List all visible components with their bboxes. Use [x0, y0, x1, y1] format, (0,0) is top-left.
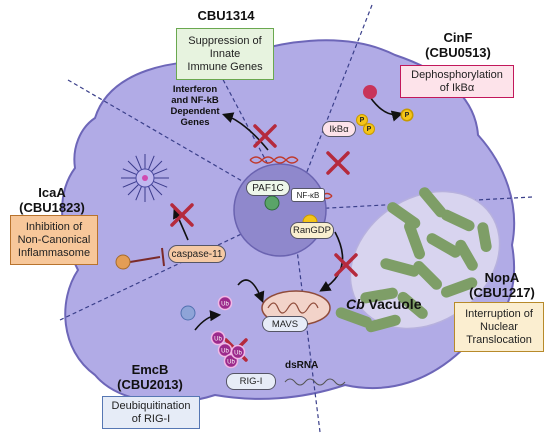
cb-italic: Cb [346, 296, 365, 312]
ubiquitin-label: Ub [234, 351, 242, 357]
cb-vacuole-label: Cb Vacuole [346, 296, 421, 312]
cinf-title-line: (CBU0513) [425, 45, 491, 60]
interferon-line: Genes [180, 117, 210, 128]
inflammasome-spoke [122, 180, 137, 188]
cinf-desc-line: of IkBα [439, 81, 475, 94]
inhibition-x-stroke [170, 203, 194, 227]
inflammasome-spoke [151, 160, 163, 172]
inhibition-x-stroke [334, 253, 358, 277]
phosphate-badge: P [363, 123, 375, 135]
inflammasome-spoke [153, 180, 168, 188]
emcb-desc-line: of RIG-I [131, 412, 171, 425]
nopa-desc-line: Interruption of [465, 307, 533, 320]
ubiquitin-bead [210, 330, 226, 346]
free-phosphate-badge: P [401, 109, 413, 121]
ubiquitin-bead [230, 344, 246, 360]
inflammasome-spoke [151, 184, 163, 196]
icaa-title-line: IcaA [38, 185, 66, 200]
mavs-label: MAVS [262, 316, 308, 332]
ubiquitin-label: Ub [227, 360, 235, 366]
inflammasome-spoke [135, 186, 143, 201]
ikba-label: IkBα [322, 121, 356, 137]
ubiquitin-label: Ub [221, 349, 229, 355]
cbu1314-desc-line: Suppression of [188, 34, 262, 47]
cbu1314-desc-line: Immune Genes [187, 60, 263, 73]
inhibition-x-stroke [253, 124, 277, 148]
vacuole-word: Vacuole [364, 296, 422, 312]
ubiquitin-label: Ub [214, 337, 222, 343]
cbu1314-desc-line: Innate [209, 47, 241, 60]
ubiquitin-bead [217, 295, 233, 311]
icaa-desc-line: Inflammasome [17, 246, 91, 259]
nucleus [233, 163, 327, 257]
inflammasome-spoke [135, 155, 143, 170]
cinf-effector-dot [363, 85, 377, 99]
emcb-title: EmcB(CBU2013) [102, 362, 198, 392]
interferon-line: Interferon [172, 84, 218, 95]
dna-strand-top [249, 156, 299, 164]
cinf-desc-line: Dephosphorylation [411, 68, 503, 81]
inflammasome-structure [121, 154, 169, 202]
interferon-line: Dependent [170, 106, 220, 117]
ubiquitin-label: Ub [221, 302, 229, 308]
emcb-desc-line: Deubiquitination [111, 399, 191, 412]
inflammasome-spoke [153, 168, 168, 176]
emcb-title-line: EmcB [131, 362, 169, 377]
rangdp-label: RanGDP [290, 222, 334, 239]
nopa-title-line: (CBU1217) [469, 285, 535, 300]
paf1c-dot [264, 195, 280, 211]
caspase11-label: caspase-11 [168, 245, 226, 263]
cinf-title: CinF(CBU0513) [418, 30, 498, 60]
nopa-title: NopA(CBU1217) [462, 270, 542, 300]
nopa-desc-line: Translocation [466, 333, 532, 346]
inflammasome-spoke [127, 160, 139, 172]
emcb-effector-dot [180, 305, 196, 321]
pathway-arrows [173, 96, 404, 331]
icaa-title: IcaA(CBU1823) [10, 185, 94, 215]
inflammasome-spoke [147, 155, 155, 170]
inflammasome-spoke [122, 168, 137, 176]
icaa-effector-dot [115, 254, 131, 270]
dsrna-squiggle [284, 378, 346, 386]
dsrna-label: dsRNA [285, 360, 319, 371]
inflammasome-center [142, 175, 148, 181]
paf1c-label: PAF1C [246, 180, 290, 196]
coxiella-bacteria [335, 187, 492, 333]
inflammasome-spoke [127, 184, 139, 196]
cinf-title-line: CinF [443, 30, 473, 45]
rigi-label: RIG-I [226, 373, 276, 390]
emcb-title-line: (CBU2013) [117, 377, 183, 392]
interferon-line: and NF-kB [171, 95, 219, 106]
inflammasome-spoke [147, 186, 155, 201]
icaa-title-line: (CBU1823) [19, 200, 85, 215]
icaa-desc-line: Non-Canonical [17, 233, 91, 246]
cbu1314-title: CBU1314 [197, 8, 255, 23]
nfkb-label: NF-κB [291, 188, 325, 202]
interferon-genes-label: Interferon and NF-kB Dependent Genes [150, 84, 240, 128]
inhibition-bar-caspase [129, 247, 165, 267]
icaa-desc-line: Inhibition of [25, 220, 83, 233]
inhibition-x-stroke [326, 151, 350, 175]
nopa-desc-line: Nuclear [480, 320, 518, 333]
nopa-title-line: NopA [484, 270, 520, 285]
